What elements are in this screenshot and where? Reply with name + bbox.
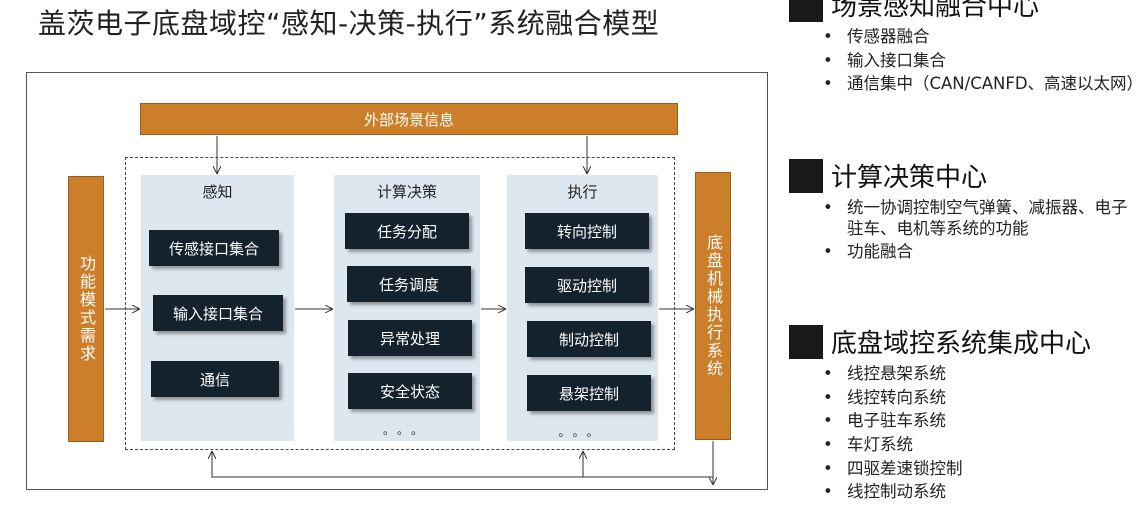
execution-item: 驱动控制 bbox=[525, 267, 649, 303]
list-item: 线控制动系统 bbox=[823, 482, 1139, 503]
section-header: 计算决策中心 bbox=[789, 157, 1139, 194]
section-integration-center: 底盘域控系统集成中心 线控悬架系统 线控转向系统 电子驻车系统 车灯系统 四驱差… bbox=[789, 323, 1139, 506]
section-header: 场景感知融合中心 bbox=[789, 0, 1139, 23]
square-bullet-icon bbox=[789, 158, 823, 193]
section-decision-center: 计算决策中心 统一协调控制空气弹簧、减振器、电子驻车、电机等系统的功能 功能融合 bbox=[789, 157, 1139, 266]
section-title: 场景感知融合中心 bbox=[831, 0, 1040, 22]
list-item: 线控转向系统 bbox=[823, 388, 1139, 409]
function-mode-bar: 功能模式需求 bbox=[68, 176, 104, 442]
section-perception-fusion: 场景感知融合中心 传感器融合 输入接口集合 通信集中（CAN/CANFD、高速以… bbox=[789, 0, 1143, 98]
list-item: 线控悬架系统 bbox=[823, 364, 1139, 385]
perception-column: 感知 传感接口集合 输入接口集合 通信 bbox=[141, 175, 294, 441]
section-list: 传感器融合 输入接口集合 通信集中（CAN/CANFD、高速以太网） bbox=[789, 27, 1143, 95]
execution-column: 执行 转向控制 驱动控制 制动控制 悬架控制 。。。 bbox=[507, 175, 658, 441]
perception-item: 输入接口集合 bbox=[153, 295, 283, 331]
list-item: 传感器融合 bbox=[823, 27, 1139, 48]
decision-column: 计算决策 任务分配 任务调度 异常处理 安全状态 。。。 bbox=[334, 175, 480, 441]
list-item: 车灯系统 bbox=[823, 435, 1139, 456]
section-title: 底盘域控系统集成中心 bbox=[831, 329, 1092, 359]
decision-item: 任务分配 bbox=[345, 213, 469, 249]
feedback-arrow-to-perception bbox=[212, 441, 714, 478]
execution-item: 制动控制 bbox=[527, 321, 651, 357]
diagram-frame bbox=[26, 72, 768, 490]
section-title: 计算决策中心 bbox=[831, 163, 988, 193]
decision-more-dots: 。。。 bbox=[382, 423, 431, 437]
execution-column-title: 执行 bbox=[567, 183, 598, 201]
perception-column-title: 感知 bbox=[202, 183, 233, 201]
list-item: 功能融合 bbox=[823, 242, 1139, 263]
mechanical-system-bar: 底盘机械执行系统 bbox=[695, 172, 731, 440]
decision-item: 安全状态 bbox=[348, 373, 472, 409]
list-item: 通信集中（CAN/CANFD、高速以太网） bbox=[823, 74, 1143, 95]
list-item: 电子驻车系统 bbox=[823, 411, 1139, 432]
list-item: 统一协调控制空气弹簧、减振器、电子驻车、电机等系统的功能 bbox=[823, 198, 1139, 239]
list-item: 输入接口集合 bbox=[823, 51, 1139, 72]
list-item: 四驱差速锁控制 bbox=[823, 459, 1139, 480]
section-header: 底盘域控系统集成中心 bbox=[789, 323, 1139, 360]
decision-item: 异常处理 bbox=[348, 320, 472, 356]
perception-item: 通信 bbox=[151, 361, 279, 397]
execution-item: 悬架控制 bbox=[527, 375, 651, 411]
fusion-dashed-boundary bbox=[125, 157, 675, 450]
execution-more-dots: 。。。 bbox=[558, 425, 607, 439]
perception-item: 传感接口集合 bbox=[149, 230, 279, 266]
connector-arrows bbox=[105, 136, 780, 504]
execution-item: 转向控制 bbox=[525, 213, 649, 249]
square-bullet-icon bbox=[789, 324, 823, 359]
decision-item: 任务调度 bbox=[347, 266, 471, 302]
decision-column-title: 计算决策 bbox=[376, 183, 437, 201]
section-list: 统一协调控制空气弹簧、减振器、电子驻车、电机等系统的功能 功能融合 bbox=[789, 198, 1139, 263]
page-title: 盖茨电子底盘域控“感知-决策-执行”系统融合模型 bbox=[38, 7, 660, 40]
external-info-bar: 外部场景信息 bbox=[140, 103, 678, 135]
square-bullet-icon bbox=[789, 0, 823, 22]
section-list: 线控悬架系统 线控转向系统 电子驻车系统 车灯系统 四驱差速锁控制 线控制动系统 bbox=[789, 364, 1139, 503]
